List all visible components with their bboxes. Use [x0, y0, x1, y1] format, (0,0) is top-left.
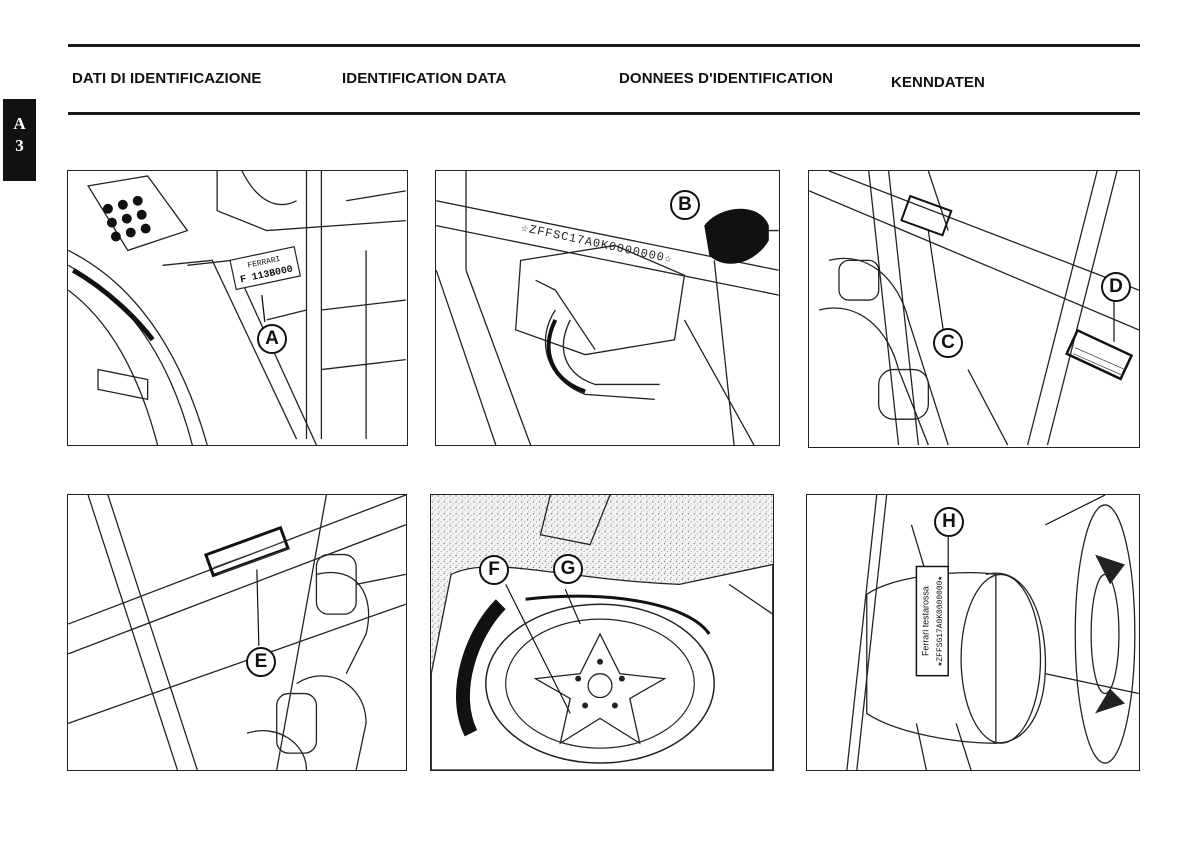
heading-french: DONNEES D'IDENTIFICATION [619, 70, 834, 87]
heading-english: IDENTIFICATION DATA [342, 70, 507, 87]
section-tab-letter: A [13, 114, 26, 133]
compartment-c-d-drawing [809, 171, 1139, 446]
spare-wheel-drawing [431, 495, 773, 770]
engine-plate: FERRARI F 113B000 [229, 246, 302, 291]
chassis-stamp-drawing: ☆ZFFSC17A0K0000000☆ [436, 171, 779, 445]
plate-h-line-1: Ferrari testarossa [920, 586, 930, 656]
illustration-panel-b: ☆ZFFSC17A0K0000000☆ B [435, 170, 780, 446]
compartment-e-drawing [68, 495, 406, 770]
callout-c: C [933, 328, 963, 358]
illustration-panel-a: FERRARI F 113B000 A [67, 170, 408, 446]
heading-german: KENNDATEN [891, 74, 985, 91]
illustration-panel-e: E [67, 494, 407, 771]
callout-e: E [246, 647, 276, 677]
callout-g: G [553, 554, 583, 584]
section-tab: A 3 [3, 99, 36, 181]
callout-h: H [934, 507, 964, 537]
illustration-panel-f-g: F G [430, 494, 774, 771]
callout-a: A [257, 324, 287, 354]
gearbox-plate: Ferrari testarossa ★ZFFSG17A0K0000000★ [915, 565, 949, 677]
illustration-panel-c-d: C D [808, 170, 1140, 448]
section-tab-number: 3 [15, 136, 24, 155]
header-bottom-rule [68, 112, 1140, 115]
gearbox-plate-drawing: Ferrari testarossa ★ZFFSG17A0K0000000★ [846, 495, 1139, 770]
heading-italian: DATI DI IDENTIFICAZIONE [72, 70, 262, 87]
callout-b: B [670, 190, 700, 220]
illustration-panel-h: Ferrari testarossa ★ZFFSG17A0K0000000★ H [806, 494, 1140, 771]
plate-h-line-2: ★ZFFSG17A0K0000000★ [936, 576, 945, 667]
callout-d: D [1101, 272, 1131, 302]
header-top-rule [68, 44, 1140, 47]
callout-f: F [479, 555, 509, 585]
engine-plate-drawing: FERRARI F 113B000 [68, 171, 406, 445]
